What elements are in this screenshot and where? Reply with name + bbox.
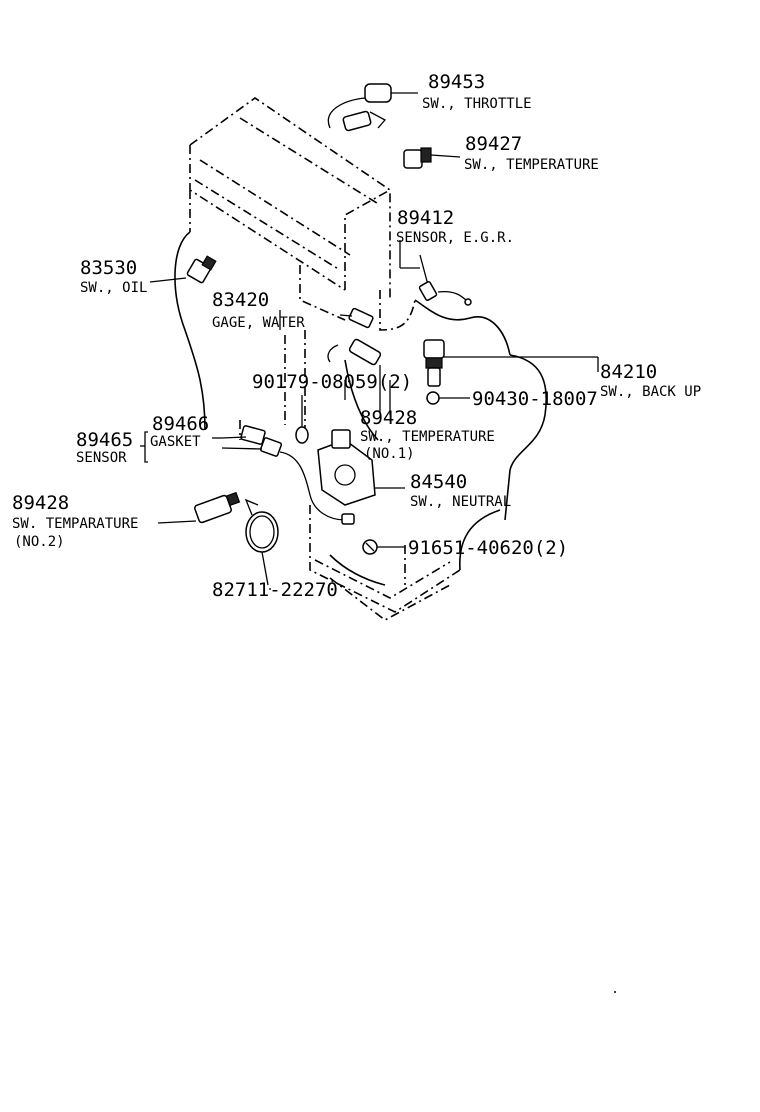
part-number: 89412	[397, 207, 454, 229]
scan-speck	[614, 991, 616, 993]
callout-sw-oil: 83530 SW., OIL	[80, 257, 147, 296]
part-description: SW., TEMPERATURE	[464, 157, 599, 173]
part-number: 89466	[152, 413, 209, 435]
callout-sw-throttle: 89453 SW., THROTTLE	[422, 71, 532, 112]
part-description-sub: (NO.1)	[364, 446, 415, 462]
part-number: 84210	[600, 361, 657, 383]
water-gage-drawing	[339, 307, 374, 329]
callout-gasket-90430: 90430-18007	[472, 388, 598, 410]
part-number: 90430-18007	[472, 388, 598, 410]
part-number: 90179-08059(2)	[252, 371, 412, 393]
part-description: SW., OIL	[80, 280, 147, 296]
part-number: 84540	[410, 471, 467, 493]
part-description: SW., NEUTRAL	[410, 494, 511, 510]
callout-sw-neutral: 84540 SW., NEUTRAL	[410, 471, 511, 510]
callout-gage-water: 83420 GAGE, WATER	[212, 289, 305, 331]
sensor-89465-drawing	[221, 425, 355, 525]
temperature-switch-drawing	[403, 147, 461, 169]
part-description-sub: (NO.2)	[14, 534, 65, 550]
callout-sw-temperature-no2: 89428 SW. TEMPARATURE (NO.2)	[12, 492, 138, 550]
neutral-switch-drawing	[317, 429, 405, 506]
part-description: SW., TEMPERATURE	[360, 429, 495, 445]
part-description: GASKET	[150, 434, 201, 450]
part-description: SENSOR	[76, 450, 127, 466]
nut-91651-drawing	[362, 539, 405, 555]
part-number: 89428	[360, 407, 417, 429]
clamp-82711-drawing	[244, 498, 279, 586]
part-number: 83530	[80, 257, 137, 279]
callout-sw-temperature: 89427 SW., TEMPERATURE	[464, 133, 599, 173]
callout-nut-91651: 91651-40620(2)	[408, 537, 568, 559]
part-number: 89428	[12, 492, 69, 514]
leader-lines	[140, 92, 420, 590]
callout-clamp-82711: 82711-22270	[212, 579, 338, 601]
callout-sensor-egr: 89412 SENSOR, E.G.R.	[396, 207, 514, 246]
engine-block-outline	[174, 97, 547, 621]
part-number: 83420	[212, 289, 269, 311]
part-description: SW. TEMPARATURE	[12, 516, 138, 532]
gasket-90179-drawing	[295, 395, 309, 444]
egr-sensor-drawing	[418, 254, 472, 306]
temperature-switch-no2-drawing	[157, 491, 241, 524]
part-description: GAGE, WATER	[212, 315, 305, 331]
part-number: 89427	[465, 133, 522, 155]
oil-switch-drawing	[149, 255, 217, 284]
part-number: 89465	[76, 429, 133, 451]
part-number: 82711-22270	[212, 579, 338, 601]
part-description: SW., BACK UP	[600, 384, 701, 400]
throttle-switch-drawing	[327, 83, 392, 132]
part-description: SW., THROTTLE	[422, 96, 532, 112]
gasket-90430-drawing	[426, 391, 470, 405]
callout-gasket-90179: 90179-08059(2)	[252, 371, 412, 393]
callout-sw-back-up: 84210 SW., BACK UP	[600, 361, 701, 400]
part-number: 91651-40620(2)	[408, 537, 568, 559]
callout-gasket-89466: 89466 GASKET	[150, 413, 209, 450]
temperature-switch-no1-drawing	[327, 338, 382, 366]
callout-sensor-89465: 89465 SENSOR	[76, 429, 133, 466]
part-description: SENSOR, E.G.R.	[396, 230, 514, 246]
backup-switch-drawing	[423, 339, 599, 387]
callout-sw-temperature-no1: 89428 SW., TEMPERATURE (NO.1)	[360, 407, 495, 462]
part-number: 89453	[428, 71, 485, 93]
